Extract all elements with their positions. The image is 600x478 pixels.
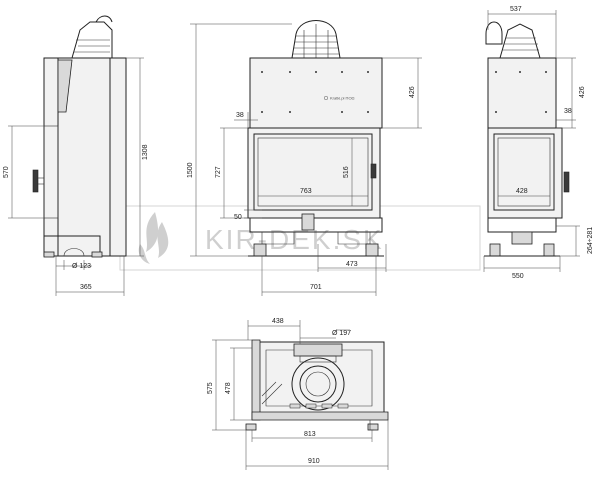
dimension-line: [55, 256, 125, 296]
dimension-line: [56, 260, 92, 270]
dimension-line: [8, 125, 44, 219]
dim-front-frame-offset: 38: [236, 112, 244, 119]
dim-right-frame-offset: 38: [564, 108, 572, 115]
dim-side-door-height: 570: [3, 166, 10, 178]
dim-front-top-height: 426: [409, 86, 416, 98]
dimension-line: [251, 430, 373, 442]
dimension-line: [190, 23, 292, 257]
dimension-line: [212, 339, 252, 431]
dimension-line: [126, 57, 144, 257]
brand-logo-text: Kratki.pl ΠΟΩ: [330, 96, 355, 101]
dimension-line: [483, 256, 561, 272]
door-handle-left: [32, 169, 39, 193]
flue-spigot-top: [291, 343, 345, 411]
dim-top-flue-diameter: Ø 197: [332, 330, 351, 337]
dim-front-total-height: 1500: [187, 162, 194, 178]
flue-connector-left: [71, 15, 113, 59]
top-view: 438 Ø 197 575 478 813 910: [207, 318, 389, 470]
body-left: [43, 57, 127, 257]
door-handle-right: [563, 171, 570, 193]
dim-top-depth-outer: 575: [207, 382, 214, 394]
door-frame-front: [247, 127, 381, 219]
dimension-line: [245, 420, 389, 470]
dimension-line: [247, 320, 301, 344]
dim-front-glass-height: 516: [343, 166, 350, 178]
dimension-line: [234, 112, 258, 128]
dim-front-leg-width: 473: [346, 261, 358, 268]
dimension-line: [220, 127, 248, 219]
dim-right-depth: 550: [512, 273, 524, 280]
dim-right-leg-height: 264÷281: [587, 227, 594, 254]
dimension-line: [261, 256, 377, 296]
dimension-line: [317, 244, 387, 272]
flue-connector-right: [485, 21, 541, 59]
dim-front-glass-width: 763: [300, 188, 312, 195]
dim-side-height-total: 1308: [142, 144, 149, 160]
watermark: KIR-DEK.SK: [119, 205, 481, 271]
dim-right-width-top: 537: [510, 6, 522, 13]
dimension-line: [556, 225, 580, 257]
dim-top-depth-inner: 478: [225, 382, 232, 394]
watermark-text: KIR-DEK.SK: [205, 224, 384, 255]
dim-top-inner-width: 813: [304, 431, 316, 438]
glass-front: [257, 137, 369, 207]
front-view: Kratki.pl ΠΟΩ 1500 426: [187, 20, 422, 296]
dim-top-total-width: 910: [308, 458, 320, 465]
flue-connector-front: [291, 20, 341, 59]
dim-side-depth: 365: [80, 284, 92, 291]
side-view-left: 1308 570 Ø 123 365: [3, 15, 149, 296]
dim-top-offset: 438: [272, 318, 284, 325]
dim-right-top-height: 426: [579, 86, 586, 98]
dim-front-bottom-offset: 50: [234, 214, 242, 221]
side-view-right: 537 426 38 428 264÷281 550: [483, 6, 594, 280]
brand-logo: Kratki.pl ΠΟΩ: [323, 95, 355, 101]
sun-icon: [323, 95, 329, 101]
dimension-line: [244, 209, 262, 219]
dimension-line: [382, 57, 422, 129]
dim-front-door-height: 727: [215, 166, 222, 178]
dimension-line: [487, 10, 557, 58]
hood-right: [487, 57, 557, 129]
glass-right: [497, 137, 551, 207]
dim-front-width: 701: [310, 284, 322, 291]
flame-icon: [138, 212, 169, 264]
door-handle-front: [370, 163, 377, 179]
door-frame-right: [487, 127, 563, 219]
dim-right-glass-width: 428: [516, 188, 528, 195]
dimension-line: [230, 347, 252, 421]
dim-side-flue-diameter: Ø 123: [72, 263, 91, 270]
dimension-line: [556, 57, 576, 129]
dimension-line: [300, 329, 350, 339]
hood-front: [249, 57, 383, 129]
